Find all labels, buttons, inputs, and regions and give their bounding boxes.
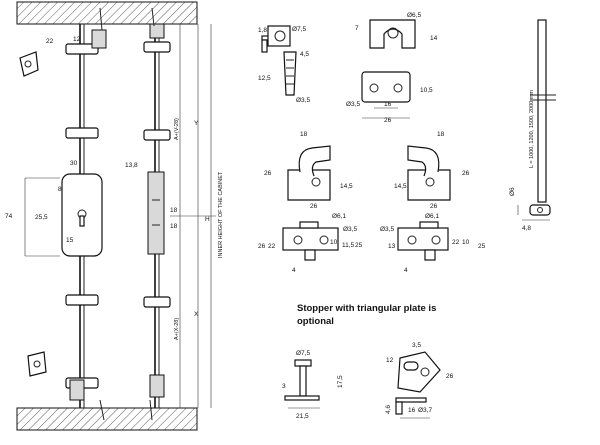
hook-dim-12-5: 12,5 — [258, 75, 271, 82]
dim-8: 8 — [58, 186, 62, 193]
latch-r-dim-13: 13 — [388, 243, 396, 250]
dim-18-a: 18 — [170, 207, 178, 214]
stopper-dim-21-5: 21,5 — [296, 413, 309, 420]
hook-detail — [261, 25, 297, 96]
dim-22: 22 — [46, 38, 54, 45]
latch-l-dim-26-h: 26 — [310, 203, 318, 210]
stopper-detail — [284, 359, 320, 409]
plate-dim-3-7: Ø3,7 — [418, 407, 432, 414]
hook-dim-1-8: 1,8 — [258, 27, 267, 34]
dim-13-8: 13,8 — [125, 162, 138, 169]
latch-l-dim-6-1: Ø6,1 — [332, 213, 346, 220]
label-h: H — [205, 216, 210, 223]
keeper-dim-14: 14 — [430, 35, 438, 42]
rod-dim-6: Ø6 — [509, 187, 516, 196]
optional-stopper-note: Stopper with triangular plate is optiona… — [297, 302, 497, 328]
latch-l-dim-26-v: 26 — [264, 170, 272, 177]
rod-guide — [65, 294, 99, 306]
latch-r-dim-25: 25 — [478, 243, 486, 250]
stopper-dim-17-5: 17,5 — [337, 375, 344, 388]
plate-dim-16: 16 — [408, 407, 416, 414]
rod-guide — [65, 43, 99, 55]
dim-18-b: 18 — [170, 223, 178, 230]
note-line-2: optional — [297, 316, 334, 327]
dim-30: 30 — [70, 160, 78, 167]
keeper-dim-10-5: 10,5 — [420, 87, 433, 94]
top-panel — [16, 1, 198, 25]
label-y: Y — [194, 120, 199, 127]
hook-dim-7-5: Ø7,5 — [292, 26, 306, 33]
latch-l-dim-22: 22 — [268, 243, 276, 250]
latch-r-dim-10: 10 — [462, 239, 470, 246]
label-x: X — [194, 311, 199, 318]
latch-r-dim-22: 22 — [452, 239, 460, 246]
latch-left — [282, 145, 339, 261]
latch-l-dim-18: 18 — [300, 131, 308, 138]
latch-r-dim-14-5: 14,5 — [394, 183, 407, 190]
latch-l-dim-25: 25 — [355, 242, 363, 249]
rod-length-label: L = 1000, 1200, 1500, 2000 mm — [529, 90, 535, 168]
keeper-dim-6-5: Ø6,5 — [407, 12, 421, 19]
triangular-plate — [395, 351, 441, 419]
keeper-dim-26: 26 — [384, 117, 392, 124]
lock-body — [61, 173, 103, 257]
latch-l-dim-11-5: 11,5 — [342, 242, 355, 249]
hook-dim-4-5: 4,5 — [300, 51, 309, 58]
right-mechanism — [147, 171, 165, 255]
rod-detail — [517, 19, 556, 221]
dim-12: 12 — [73, 36, 81, 43]
latch-l-dim-26-side: 26 — [258, 243, 266, 250]
rod-guide — [65, 127, 99, 139]
latch-r-dim-18: 18 — [437, 131, 445, 138]
top-hook — [149, 23, 165, 39]
label-a-bottom: A+(X-28) — [174, 318, 180, 340]
keeper-dim-3-5: Ø3,5 — [346, 101, 360, 108]
latch-right — [397, 145, 451, 261]
latch-l-dim-14-5: 14,5 — [340, 183, 353, 190]
top-hook — [91, 29, 107, 49]
latch-l-dim-3-5: Ø3,5 — [343, 226, 357, 233]
side-plate-bottom — [27, 351, 47, 377]
label-a-top: A+(V-28) — [174, 118, 180, 140]
keeper-dim-7: 7 — [355, 25, 359, 32]
plate-dim-26: 26 — [446, 373, 454, 380]
hook-dim-3-5: Ø3,5 — [296, 97, 310, 104]
bottom-hook — [149, 374, 165, 398]
label-inner-height: INNER HEIGHT OF THE CABINET — [218, 171, 224, 258]
latch-l-dim-4: 4 — [292, 267, 296, 274]
keeper-detail — [361, 19, 416, 119]
rod-guide — [143, 296, 171, 308]
rod-guide — [143, 41, 171, 53]
stopper-dim-3: 3 — [282, 383, 286, 390]
keeper-dim-16: 16 — [384, 101, 392, 108]
latch-r-dim-3-5: Ø3,5 — [380, 226, 394, 233]
dim-25-5: 25,5 — [35, 214, 48, 221]
latch-r-dim-26-h: 26 — [430, 203, 438, 210]
latch-r-dim-4: 4 — [404, 267, 408, 274]
latch-l-dim-10: 10 — [330, 239, 338, 246]
dim-15: 15 — [66, 237, 74, 244]
note-line-1: Stopper with triangular plate is — [297, 303, 437, 314]
latch-r-dim-26-v: 26 — [462, 170, 470, 177]
dim-74: 74 — [5, 213, 13, 220]
rod-guide — [143, 129, 171, 141]
stopper-dim-7-5: Ø7,5 — [296, 350, 310, 357]
latch-r-dim-6-1: Ø6,1 — [425, 213, 439, 220]
side-plate-top — [19, 51, 39, 77]
plate-dim-4-6: 4,6 — [385, 405, 392, 414]
cabinet-assembly — [16, 1, 216, 431]
plate-dim-3-5: 3,5 — [412, 342, 421, 349]
rod-dim-4-8: 4,8 — [522, 225, 531, 232]
bottom-hook — [69, 379, 85, 401]
bottom-panel — [16, 407, 198, 431]
plate-dim-12: 12 — [386, 357, 394, 364]
